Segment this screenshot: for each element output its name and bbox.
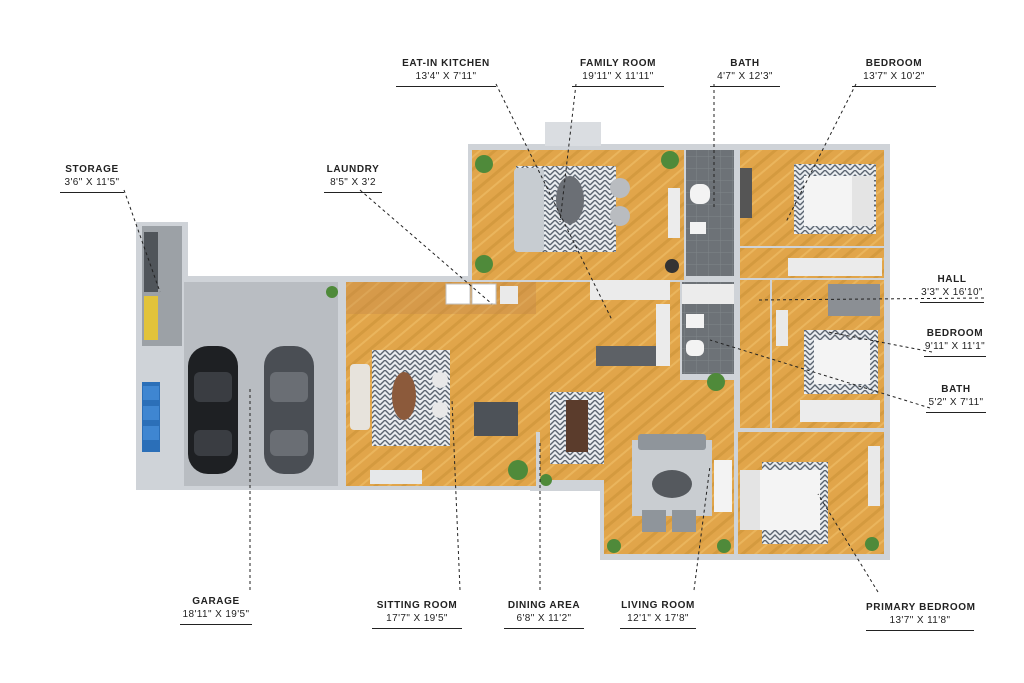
label-family-room: FAMILY ROOM 19'11" X 11'11" [572,58,664,87]
bedroom-1 [740,150,884,246]
dining-area [540,380,610,480]
room-dims: 17'7" X 19'5" [386,612,448,624]
eat-in-kitchen-family-room [472,150,684,280]
room-dims: 6'8" X 11'2" [516,612,572,624]
label-bedroom-1: BEDROOM 13'7" X 10'2" [852,58,936,87]
room-name: BATH [730,58,760,69]
garage-room [184,282,338,486]
bedroom-2 [772,280,884,428]
room-dims: 9'11" X 11'1" [924,340,986,352]
room-name: BEDROOM [865,58,923,69]
room-dims: 4'7" X 12'3" [717,70,773,82]
room-name: LIVING ROOM [621,600,695,611]
plants [326,151,879,553]
room-name: DINING AREA [507,600,581,611]
room-dims: 19'11" X 11'11" [582,70,654,82]
label-dining-area: DINING AREA 6'8" X 11'2" [504,600,584,629]
label-storage: STORAGE 3'6" X 11'5" [60,164,124,193]
room-name: BEDROOM [926,328,984,339]
room-name: BATH [941,384,971,395]
room-name: SITTING ROOM [376,600,458,611]
room-name: LAUNDRY [326,164,380,175]
leader-lines [123,83,985,593]
room-name: PRIMARY BEDROOM [866,602,976,613]
label-bath-2: BATH 5'2" X 7'11" [926,384,986,413]
room-name: GARAGE [192,596,240,607]
room-dims: 13'4" X 7'11" [415,70,477,82]
car-gray [264,346,314,474]
laundry-room [445,283,518,305]
label-hall: HALL 3'3" X 16'10" [920,274,984,303]
sitting-room [346,282,536,486]
room-dims: 5'2" X 7'11" [928,396,984,408]
hall [740,248,884,428]
label-laundry: LAUNDRY 8'5" X 3'2 [324,164,382,193]
storage-room [142,226,182,452]
label-primary-bedroom: PRIMARY BEDROOM 13'7" X 11'8" [866,602,976,631]
room-dims: 3'6" X 11'5" [64,176,120,188]
room-dims: 13'7" X 11'8" [889,614,951,626]
label-garage: GARAGE 18'11" X 19'5" [180,596,252,625]
room-name: FAMILY ROOM [579,58,657,69]
label-eat-in-kitchen: EAT-IN KITCHEN 13'4" X 7'11" [396,58,496,87]
room-dims: 13'7" X 10'2" [863,70,925,82]
bath-1 [686,150,734,276]
car-black [188,346,238,474]
room-dims: 12'1" X 17'8" [627,612,689,624]
label-sitting-room: SITTING ROOM 17'7" X 19'5" [372,600,462,629]
room-dims: 18'11" X 19'5" [182,608,250,620]
room-dims: 8'5" X 3'2 [330,176,376,188]
label-bedroom-2: BEDROOM 9'11" X 11'1" [924,328,986,357]
living-room [604,380,734,554]
label-bath-1: BATH 4'7" X 12'3" [710,58,780,87]
room-name: HALL [937,274,967,285]
bath-2 [682,282,734,374]
room-name: STORAGE [65,164,119,175]
primary-bedroom [738,432,884,554]
room-dims: 3'3" X 16'10" [921,286,983,298]
label-living-room: LIVING ROOM 12'1" X 17'8" [620,600,696,629]
room-name: EAT-IN KITCHEN [402,58,490,69]
